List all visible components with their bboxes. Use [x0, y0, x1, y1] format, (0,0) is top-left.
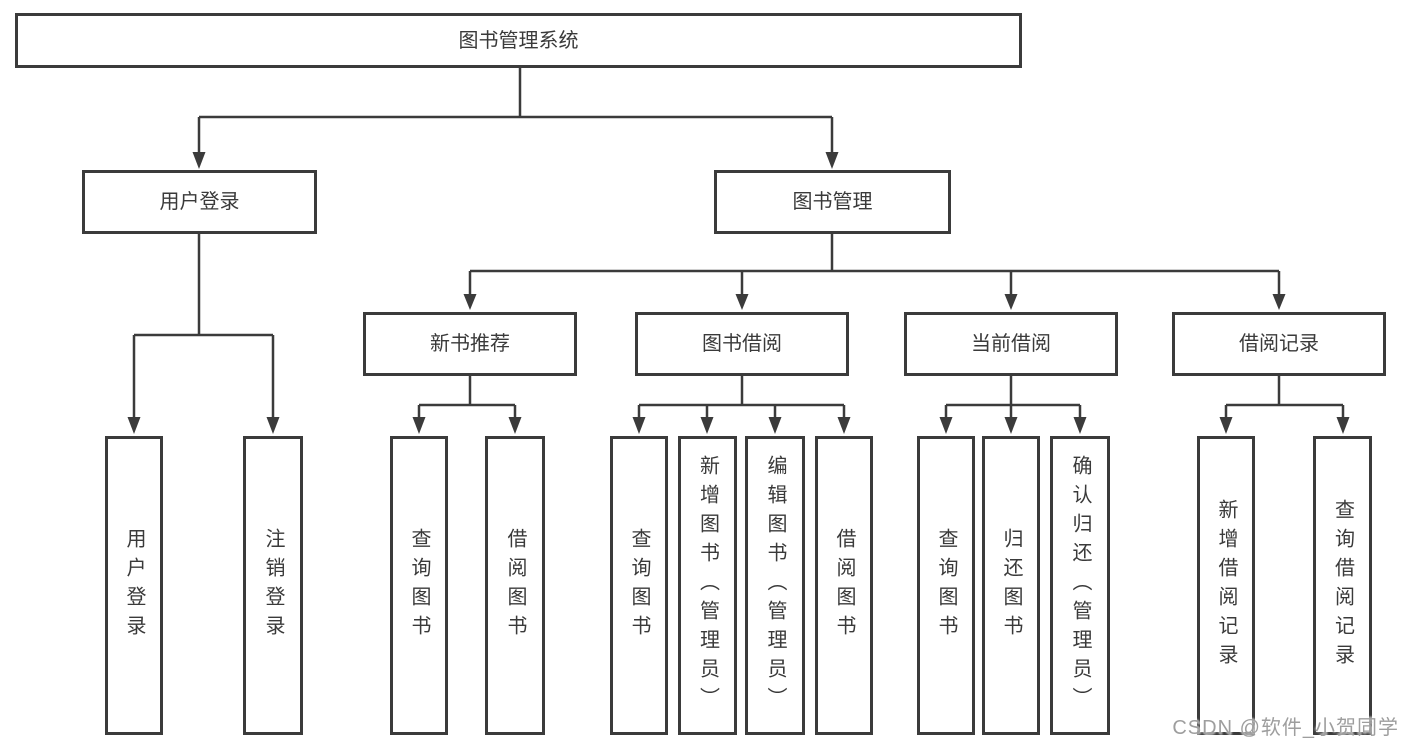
watermark: CSDN @软件_小贺同学: [1172, 717, 1399, 739]
connector-new-books-to-leaves: [412, 376, 522, 434]
leaf-return-book: 归还图书: [982, 436, 1040, 735]
leaf-logout: 注销登录: [243, 436, 303, 735]
leaf-query-books-current: 查询图书: [917, 436, 975, 735]
leaf-add-book-admin: 新增图书（管理员）: [678, 436, 737, 735]
node-new-book-recommend: 新书推荐: [363, 312, 577, 376]
connector-user-login-to-leaves: [127, 234, 280, 434]
leaf-borrow-books-recommend: 借阅图书: [485, 436, 545, 735]
leaf-confirm-return-admin: 确认归还（管理员）: [1050, 436, 1110, 735]
leaf-user-login: 用户登录: [105, 436, 163, 735]
leaf-add-borrow-record: 新增借阅记录: [1197, 436, 1255, 735]
leaf-query-books-recommend: 查询图书: [390, 436, 448, 735]
node-user-login: 用户登录: [82, 170, 317, 234]
leaf-query-books-borrow: 查询图书: [610, 436, 668, 735]
connector-book-mgmt-to-level3: [463, 234, 1286, 310]
leaf-query-borrow-record: 查询借阅记录: [1313, 436, 1372, 735]
connector-root-to-level2: [192, 68, 839, 169]
connector-borrow-to-leaves: [632, 376, 851, 434]
leaf-edit-book-admin: 编辑图书（管理员）: [745, 436, 805, 735]
connector-records-to-leaves: [1219, 376, 1350, 434]
node-book-borrow: 图书借阅: [635, 312, 849, 376]
leaf-borrow-books: 借阅图书: [815, 436, 873, 735]
connector-current-to-leaves: [939, 376, 1087, 434]
node-root: 图书管理系统: [15, 13, 1022, 68]
node-borrow-records: 借阅记录: [1172, 312, 1386, 376]
node-book-management: 图书管理: [714, 170, 951, 234]
node-current-borrow: 当前借阅: [904, 312, 1118, 376]
